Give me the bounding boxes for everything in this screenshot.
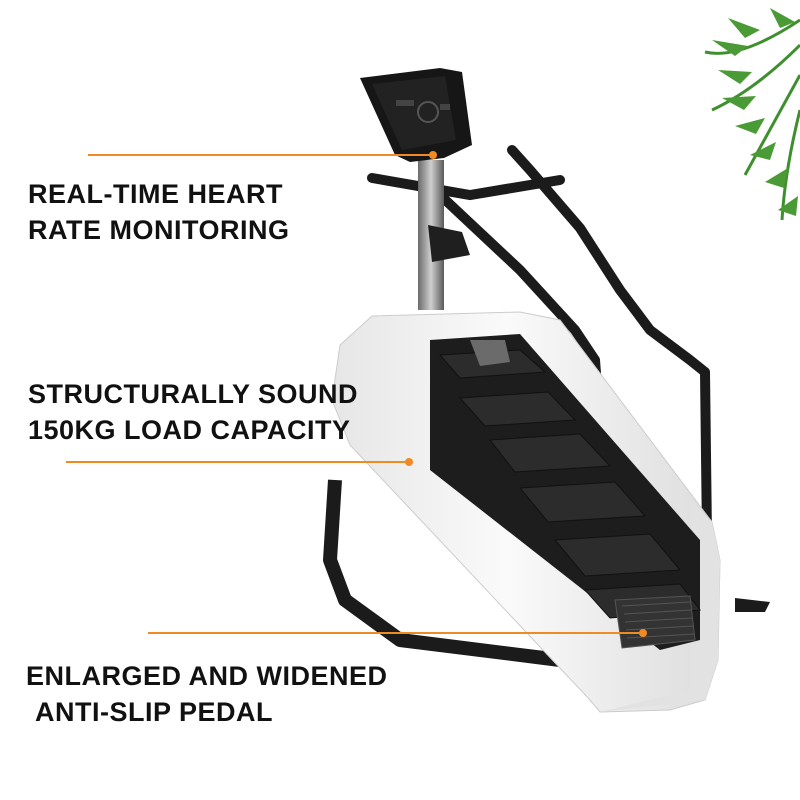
- palm-leaf-icon: [700, 0, 800, 221]
- feature-heart-rate-line2: RATE MONITORING: [28, 215, 290, 245]
- callout-dot-heart-rate: [429, 151, 437, 159]
- staircase: [430, 334, 701, 650]
- callout-dot-pedal: [639, 629, 647, 637]
- feature-pedal-line2: ANTI-SLIP PEDAL: [35, 697, 274, 727]
- cup-holder: [428, 225, 470, 262]
- callout-dot-load-capacity: [405, 458, 413, 466]
- feature-load-capacity-line2: 150KG LOAD CAPACITY: [28, 415, 351, 445]
- anti-slip-pedal: [614, 595, 696, 649]
- feature-pedal-line1: ENLARGED AND WIDENED: [26, 661, 388, 691]
- feature-heart-rate-line1: REAL-TIME HEART: [28, 179, 283, 209]
- feature-load-capacity: STRUCTURALLY SOUND 150KG LOAD CAPACITY: [28, 376, 358, 448]
- callout-lines: [66, 154, 642, 634]
- feature-pedal: ENLARGED AND WIDENED ANTI-SLIP PEDAL: [26, 658, 388, 730]
- feature-load-capacity-line1: STRUCTURALLY SOUND: [28, 379, 359, 409]
- feature-heart-rate: REAL-TIME HEART RATE MONITORING: [28, 176, 290, 248]
- console-display: [360, 68, 472, 162]
